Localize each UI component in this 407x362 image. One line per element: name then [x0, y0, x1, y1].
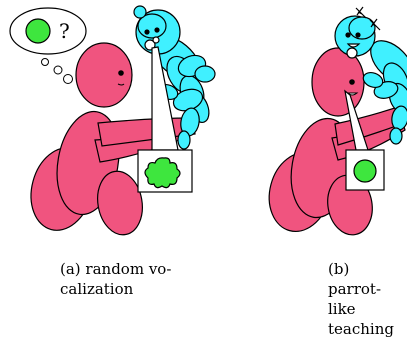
caption-a: (a) random vo- calization	[60, 259, 200, 299]
panel-b	[261, 7, 407, 238]
green-circle-taught	[354, 160, 376, 182]
green-circle-thought	[26, 19, 50, 43]
caption-b: (b) parrot- like teaching	[328, 259, 398, 339]
panel-a: ?	[10, 6, 215, 238]
caregiver-eye-a	[119, 71, 123, 75]
caregiver-eye-b	[350, 80, 354, 84]
question-mark: ?	[59, 19, 70, 43]
thought-bubble: ?	[10, 8, 86, 84]
